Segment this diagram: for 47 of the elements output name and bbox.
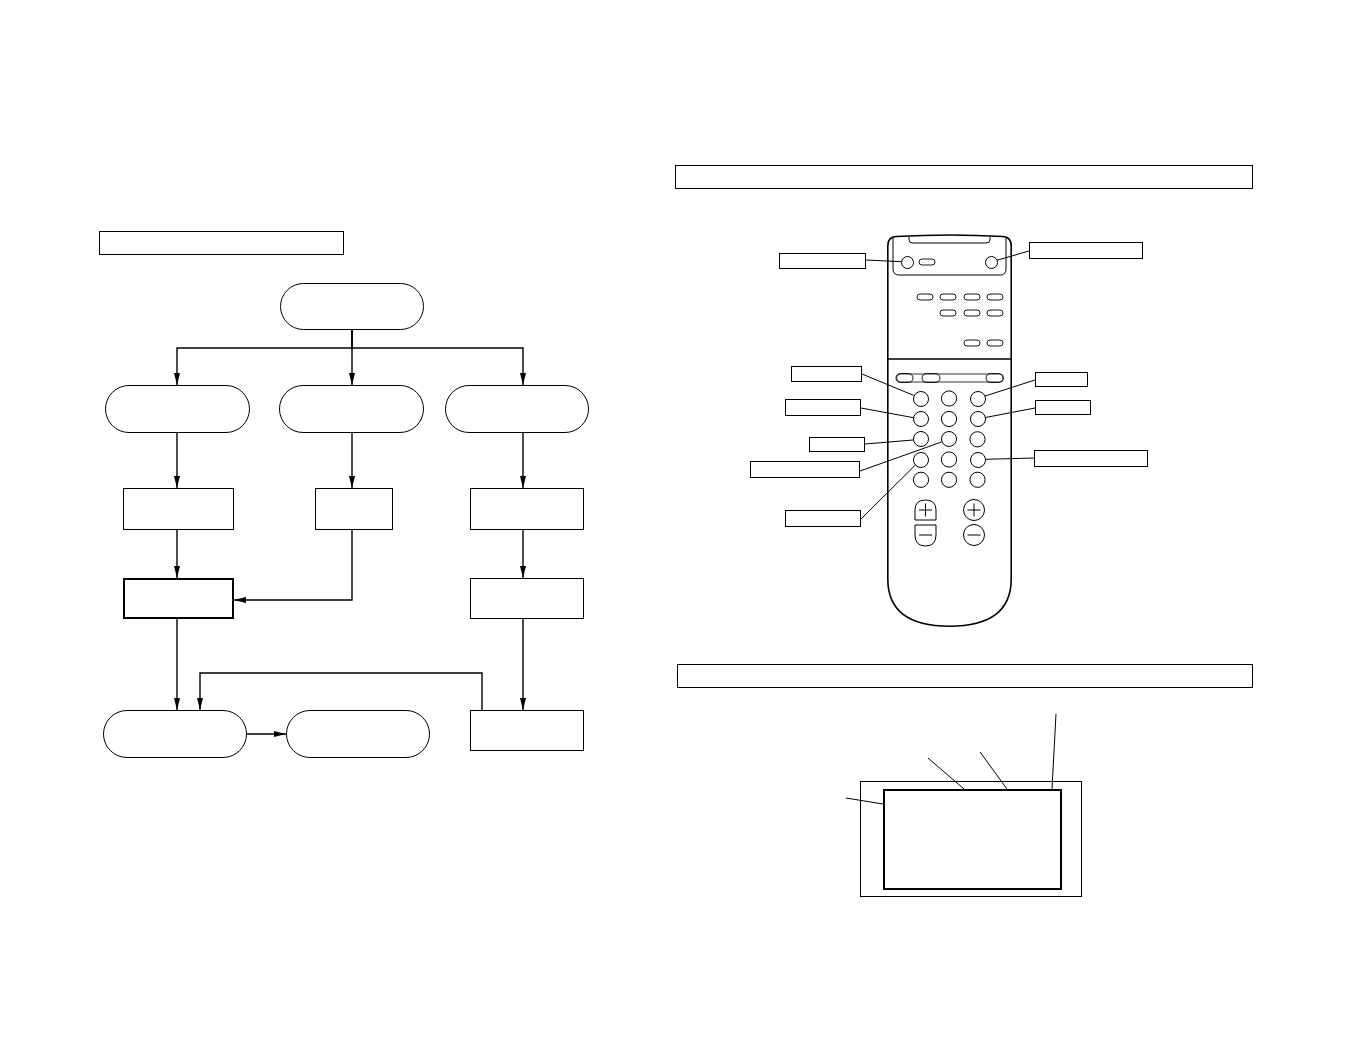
screen-frame bbox=[860, 781, 1082, 897]
heading-box bbox=[675, 165, 1253, 189]
process-box bbox=[470, 488, 584, 530]
leader-line bbox=[845, 797, 884, 805]
leader-line bbox=[860, 464, 916, 520]
leader-line bbox=[984, 407, 1036, 418]
arrow bbox=[520, 618, 526, 711]
remote-control bbox=[887, 234, 1012, 627]
arrow bbox=[520, 529, 526, 579]
leader-line bbox=[860, 407, 914, 419]
display-screen bbox=[882, 788, 1062, 890]
arrow bbox=[174, 432, 180, 489]
leader-line bbox=[979, 751, 1008, 790]
label-box bbox=[1035, 400, 1091, 415]
label-box bbox=[779, 253, 866, 269]
leader-line bbox=[996, 250, 1030, 261]
arrow bbox=[233, 529, 353, 603]
leader-line bbox=[1051, 713, 1057, 790]
arrow bbox=[174, 618, 180, 711]
label-box bbox=[1034, 450, 1148, 467]
label-box bbox=[809, 437, 865, 452]
process-box bbox=[470, 710, 584, 751]
arrow bbox=[351, 329, 526, 386]
heading-box bbox=[99, 231, 344, 255]
process-box bbox=[315, 488, 393, 530]
label-box bbox=[750, 461, 860, 478]
process-box bbox=[123, 488, 234, 530]
leader-line bbox=[927, 757, 965, 790]
arrow bbox=[197, 672, 483, 711]
heading-box bbox=[677, 664, 1253, 688]
leader-line bbox=[864, 439, 914, 445]
label-box bbox=[785, 399, 861, 416]
leader-line bbox=[859, 441, 942, 472]
process-box bbox=[123, 578, 234, 619]
arrow bbox=[520, 432, 526, 489]
label-box bbox=[785, 510, 861, 527]
process-box bbox=[470, 578, 584, 619]
leader-line bbox=[984, 379, 1036, 397]
leader-line bbox=[865, 259, 902, 263]
leader-line bbox=[861, 373, 915, 396]
label-box bbox=[1035, 372, 1088, 387]
label-box bbox=[1029, 242, 1143, 259]
arrow bbox=[246, 731, 287, 737]
arrow bbox=[174, 529, 180, 579]
leader-line bbox=[985, 457, 1035, 460]
arrow bbox=[349, 432, 355, 489]
label-box bbox=[791, 366, 862, 382]
